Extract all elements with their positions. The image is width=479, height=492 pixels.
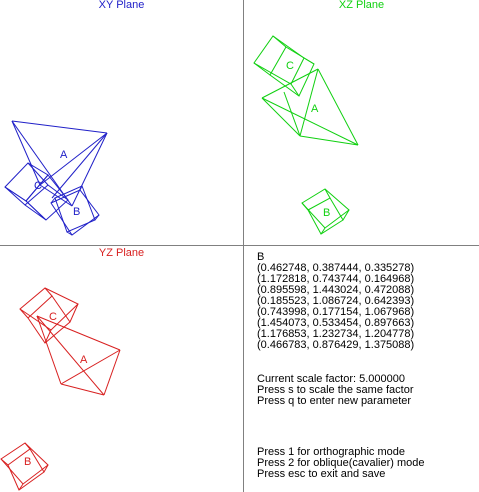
parameter-instruction: Press q to enter new parameter (257, 395, 412, 407)
xy-plane-title: XY Plane (98, 0, 145, 11)
shape-c-wireframe (19, 287, 79, 344)
shape-b-wireframe (301, 188, 350, 235)
info-panel: B (0.462748, 0.387444, 0.335278) (1.1728… (244, 246, 479, 492)
yz-label-b: B (24, 456, 31, 468)
vertical-divider (243, 0, 244, 492)
xz-plane-canvas: C A B (253, 35, 359, 235)
xy-plane-canvas: A C B (4, 120, 108, 236)
yz-label-c: C (49, 311, 57, 323)
xz-label-b: B (323, 207, 330, 219)
vertex-row: (0.895598, 1.443024, 0.472088) (257, 284, 415, 296)
xy-plane-viewport: XY Plane (0, 0, 243, 245)
yz-label-a: A (80, 354, 88, 366)
xz-label-c: C (286, 60, 294, 72)
yz-plane-canvas: C A B (0, 287, 121, 491)
vertex-row: (0.743998, 0.177154, 1.067968) (257, 306, 415, 318)
xz-plane-title: XZ Plane (338, 0, 385, 11)
shape-a-wireframe (11, 120, 108, 207)
vertex-row: (0.466783, 0.876429, 1.375088) (257, 339, 415, 351)
vertex-row: (0.185523, 1.086724, 0.642393) (257, 295, 415, 307)
horizontal-divider (0, 245, 479, 246)
vertex-row: (1.172818, 0.743744, 0.164968) (257, 273, 415, 285)
vertex-row: (1.176853, 1.232734, 1.204778) (257, 328, 415, 340)
shape-a-wireframe (36, 315, 121, 396)
shape-a-wireframe (261, 68, 359, 146)
selected-object-name: B (257, 251, 265, 263)
shape-c-wireframe (4, 162, 69, 221)
shape-b-wireframe (50, 185, 100, 236)
shape-b-wireframe (0, 442, 49, 491)
xz-label-a: A (311, 103, 319, 115)
xy-label-a: A (60, 149, 68, 161)
vertex-row: (1.454073, 0.533454, 0.897663) (257, 317, 415, 329)
vertex-row: (0.462748, 0.387444, 0.335278) (257, 262, 415, 274)
xy-label-c: C (34, 180, 42, 192)
xy-label-b: B (73, 206, 80, 218)
scale-instruction: Press s to scale the same factor (257, 384, 414, 396)
yz-plane-title: YZ Plane (98, 247, 145, 259)
exit-instruction: Press esc to exit and save (257, 468, 386, 480)
scale-factor-text: Current scale factor: 5.000000 (257, 373, 405, 385)
orthographic-mode-instruction: Press 1 for orthographic mode (257, 446, 405, 458)
xz-plane-viewport: XZ Plane (244, 0, 479, 245)
oblique-mode-instruction: Press 2 for oblique(cavalier) mode (257, 457, 425, 469)
shape-c-wireframe (253, 35, 315, 97)
yz-plane-viewport: YZ Plane (0, 246, 243, 492)
